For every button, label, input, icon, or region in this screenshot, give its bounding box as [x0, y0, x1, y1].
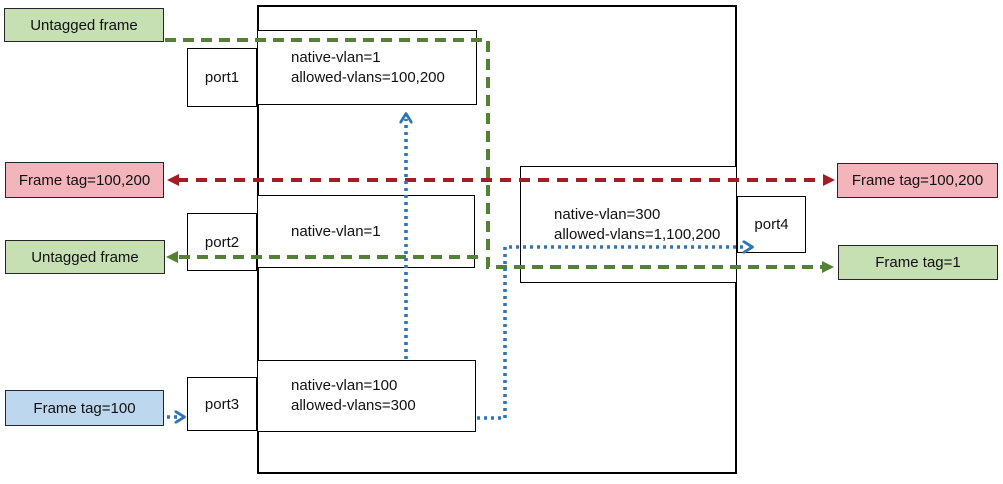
port1-config-box: native-vlan=1 allowed-vlans=100,200	[257, 30, 477, 105]
frame-tag-100-200-left-label: Frame tag=100,200	[18, 171, 151, 189]
frame-tag-1-right-label: Frame tag=1	[875, 254, 961, 271]
frame-tag-100-200-right-label: Frame tag=100,200	[851, 172, 984, 189]
port2-config-line1: native-vlan=1	[291, 222, 381, 240]
port1-config-line1: native-vlan=1	[291, 48, 381, 66]
untagged-frame-mid-label: Untagged frame	[31, 248, 139, 266]
port3-config-line1: native-vlan=100	[291, 377, 398, 394]
frame-tag-100-left-label: Frame tag=100	[33, 399, 136, 417]
port3-config-box: native-vlan=100 allowed-vlans=300	[257, 360, 476, 432]
frame-tag-100-200-right-box: Frame tag=100,200	[837, 163, 998, 198]
frame-tag-1-right-box: Frame tag=1	[838, 245, 998, 280]
port2-config-box: native-vlan=1	[257, 195, 475, 268]
port4-config-box: native-vlan=300 allowed-vlans=1,100,200	[520, 166, 737, 283]
untagged-frame-top-box: Untagged frame	[4, 8, 164, 42]
port3-label: port3	[204, 395, 240, 413]
port3-box: port3	[187, 377, 257, 431]
port2-box: port2	[187, 213, 257, 271]
frame-tag-100-left-box: Frame tag=100	[5, 390, 164, 426]
port4-label: port4	[754, 216, 789, 233]
port2-label: port2	[204, 233, 240, 251]
port1-box: port1	[187, 48, 257, 107]
port1-config-line2: allowed-vlans=100,200	[291, 68, 445, 86]
untagged-frame-top-label: Untagged frame	[30, 16, 138, 34]
port1-label: port1	[204, 69, 240, 86]
frame-tag-100-200-left-box: Frame tag=100,200	[5, 162, 164, 198]
port4-box: port4	[737, 196, 806, 253]
port3-config-line2: allowed-vlans=300	[291, 397, 416, 414]
port4-config-line2: allowed-vlans=1,100,200	[554, 225, 721, 243]
untagged-frame-mid-box: Untagged frame	[5, 240, 165, 274]
port4-config-line1: native-vlan=300	[554, 205, 661, 223]
